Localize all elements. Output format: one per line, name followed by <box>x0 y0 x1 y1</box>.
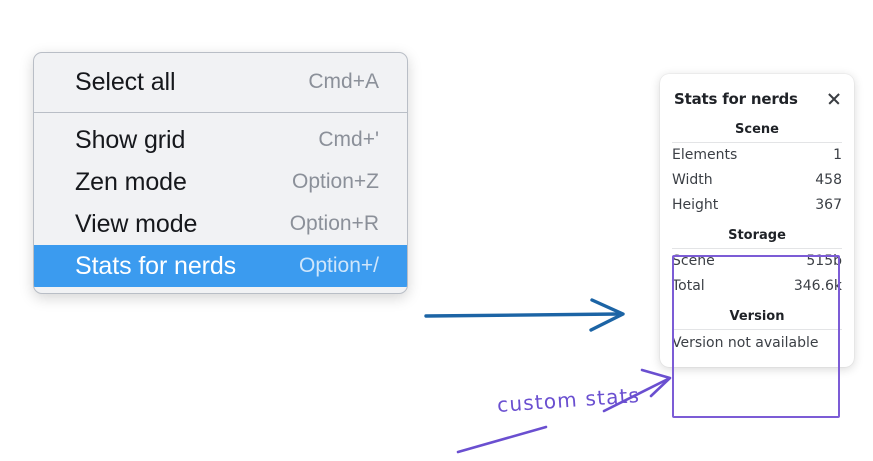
section-heading-version: Version <box>729 309 785 324</box>
menu-item-zen-mode[interactable]: Zen mode Option+Z <box>34 161 407 203</box>
divider <box>672 142 842 143</box>
context-menu[interactable]: Select all Cmd+A Show grid Cmd+' Zen mod… <box>33 52 408 294</box>
version-text: Version not available <box>672 335 819 351</box>
menu-separator <box>34 112 407 113</box>
stat-key: Width <box>672 172 713 188</box>
stat-row-storage-scene: Scene 515b <box>660 249 854 274</box>
menu-item-shortcut: Cmd+A <box>308 70 379 93</box>
stat-key: Elements <box>672 147 738 163</box>
menu-item-shortcut: Option+Z <box>292 170 379 193</box>
stat-row-elements: Elements 1 <box>660 143 854 168</box>
menu-item-shortcut: Option+R <box>289 212 379 235</box>
stat-key: Total <box>672 278 705 294</box>
menu-item-shortcut: Cmd+' <box>318 128 379 151</box>
blue-arrow <box>424 298 625 332</box>
menu-item-select-all[interactable]: Select all Cmd+A <box>34 61 407 103</box>
stat-row-width: Width 458 <box>660 168 854 193</box>
menu-item-shortcut: Option+/ <box>299 254 379 277</box>
stat-value: 458 <box>815 172 842 188</box>
close-icon[interactable] <box>826 91 842 107</box>
stats-for-nerds-panel: Stats for nerds Scene Elements 1 Width 4… <box>660 74 854 418</box>
menu-group-2: Show grid Cmd+' Zen mode Option+Z View m… <box>34 113 407 293</box>
section-heading-storage: Storage <box>728 228 786 243</box>
stat-row-height: Height 367 <box>660 193 854 218</box>
stat-value: 515b <box>806 253 842 269</box>
stats-panel-title: Stats for nerds <box>674 90 798 108</box>
menu-item-label: Zen mode <box>75 167 187 196</box>
stat-value: 367 <box>815 197 842 213</box>
menu-item-view-mode[interactable]: View mode Option+R <box>34 203 407 245</box>
menu-item-label: Show grid <box>75 125 186 154</box>
stat-value: 1 <box>833 147 842 163</box>
menu-item-show-grid[interactable]: Show grid Cmd+' <box>34 119 407 161</box>
section-heading-scene: Scene <box>735 122 779 137</box>
stat-value: 346.6k <box>793 278 842 294</box>
menu-item-label: View mode <box>75 209 198 238</box>
purple-underline-stroke <box>456 425 548 454</box>
menu-item-stats-for-nerds[interactable]: Stats for nerds Option+/ <box>34 245 407 287</box>
divider <box>672 248 842 249</box>
stat-row-storage-total: Total 346.6k <box>660 274 854 299</box>
menu-item-label: Select all <box>75 67 176 96</box>
stat-key: Height <box>672 197 719 213</box>
handwritten-annotation-label: custom stats <box>496 383 641 417</box>
stat-key: Scene <box>672 253 715 269</box>
menu-group-1: Select all Cmd+A <box>34 53 407 112</box>
divider <box>672 329 842 330</box>
stats-panel-titlebar: Stats for nerds <box>660 86 854 112</box>
menu-item-label: Stats for nerds <box>75 251 237 280</box>
